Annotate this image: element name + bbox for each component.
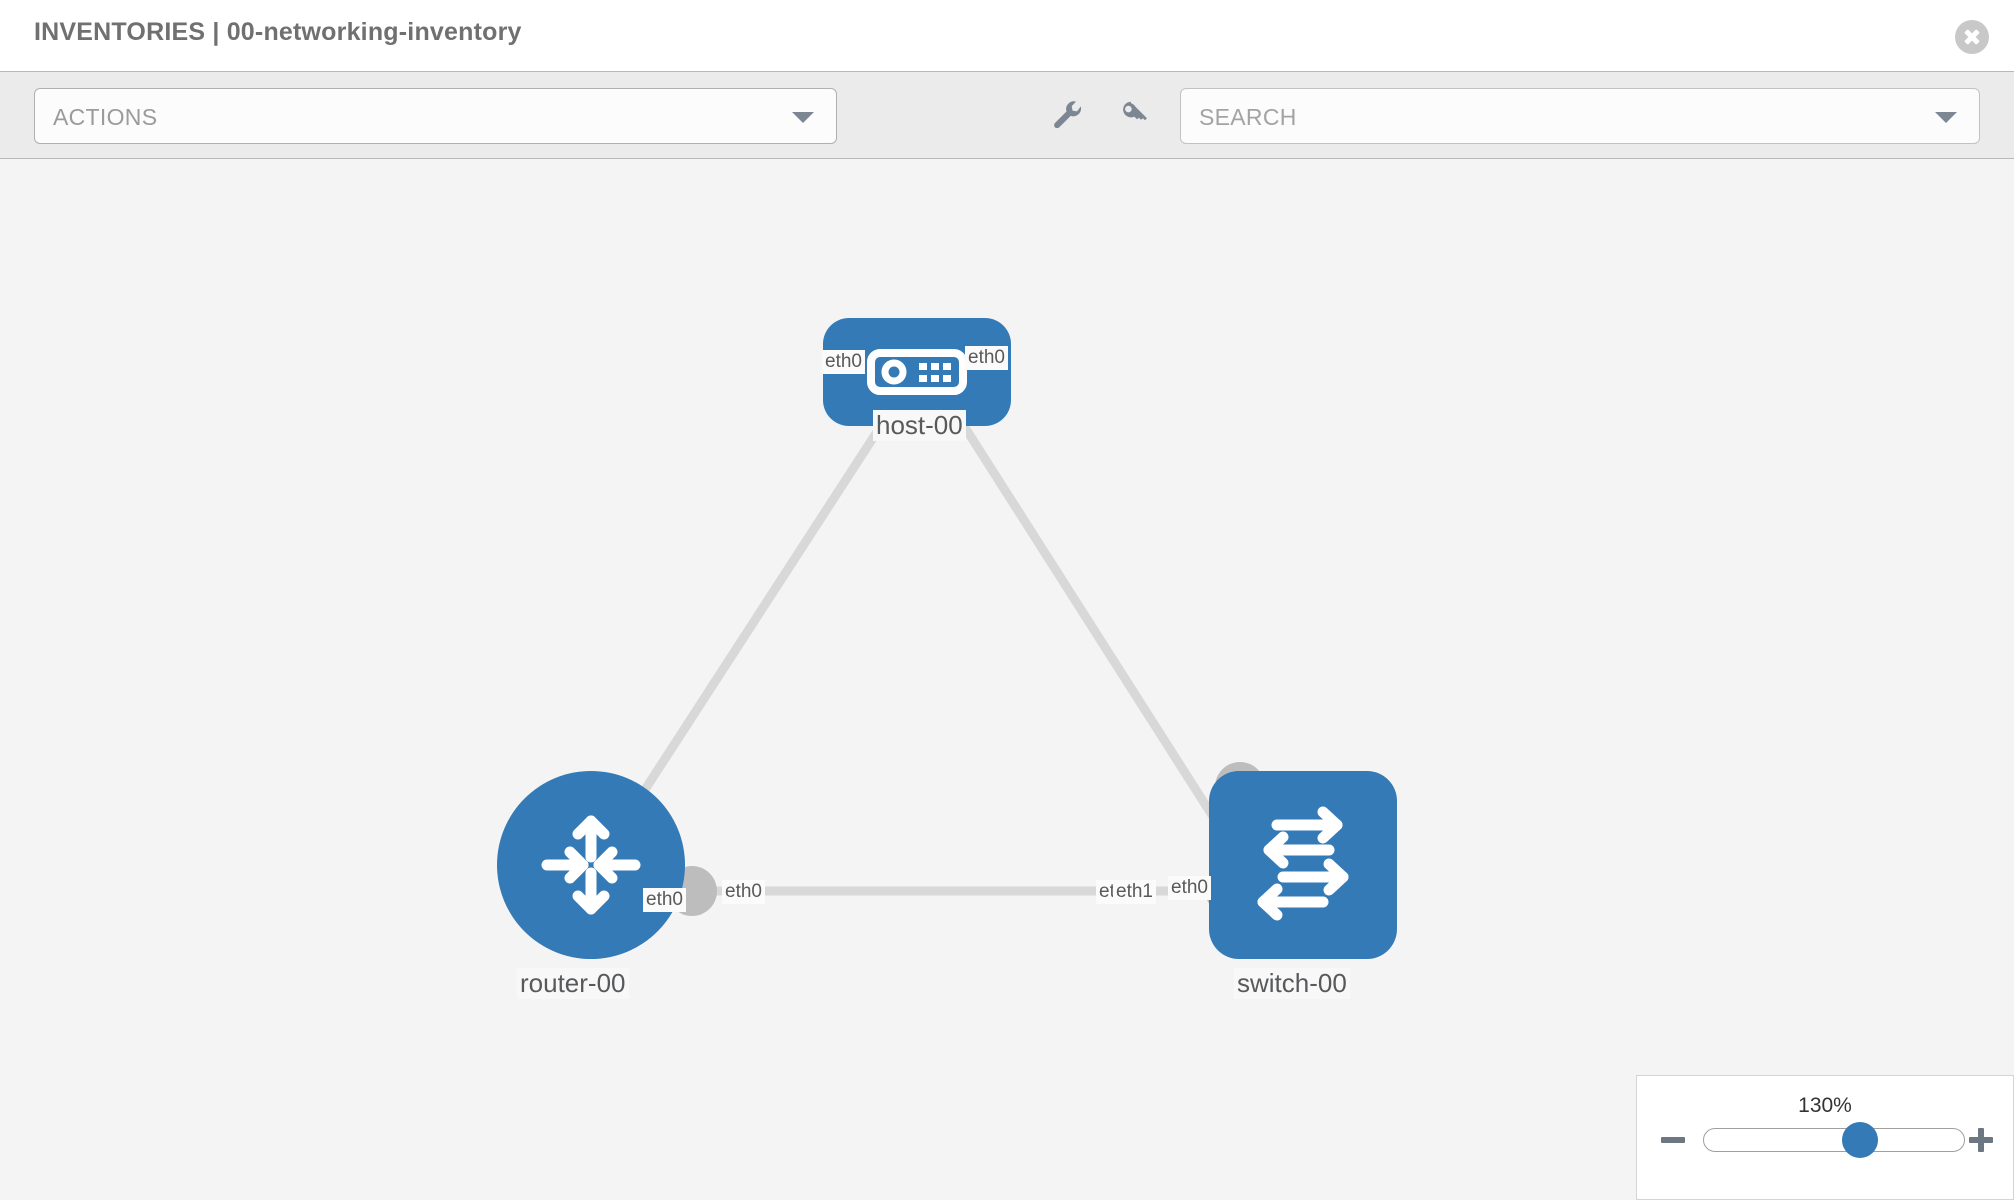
switch-arrows-icon [1257,806,1349,921]
key-icon[interactable] [1117,98,1153,139]
zoom-control-panel: 130% [1636,1075,2014,1200]
zoom-slider-knob[interactable] [1842,1122,1878,1158]
zoom-level-label: 130% [1798,1094,1852,1117]
chevron-down-icon [792,112,814,123]
zoom-slider-track[interactable] [1703,1122,1965,1158]
node-switch-00-shape[interactable] [1209,771,1397,959]
edge-label-host-router-if[interactable]: eth0 [822,350,865,374]
actions-dropdown-label: ACTIONS [53,104,158,130]
edge-label-router-host-if[interactable]: eth0 [643,888,686,912]
topology-edges [596,381,1265,916]
search-input[interactable]: SEARCH [1180,88,1980,144]
minus-icon[interactable] [1661,1137,1685,1143]
actions-dropdown[interactable]: ACTIONS [34,88,837,144]
toolbar: ACTIONS SEARCH [0,71,2014,159]
topology-canvas[interactable]: host-00 router-00 [0,159,2014,1200]
edge-host-router[interactable] [596,401,899,862]
node-host-00-label[interactable]: host-00 [873,410,966,441]
plus-icon[interactable] [1969,1128,1993,1152]
edge-label-switch-router-if[interactable]: eth1 [1113,880,1156,904]
edge-label-host-switch-if[interactable]: eth0 [965,346,1008,370]
node-router-00-label[interactable]: router-00 [517,968,629,999]
router-arrows-icon [541,815,641,915]
page-title: INVENTORIES | 00-networking-inventory [34,18,522,46]
node-switch-00-label[interactable]: switch-00 [1234,968,1350,999]
edge-label-switch-host-if[interactable]: eth0 [1168,876,1211,900]
close-icon[interactable] [1955,20,1989,54]
page-header: INVENTORIES | 00-networking-inventory [0,0,2014,71]
search-placeholder: SEARCH [1199,104,1297,130]
wrench-icon[interactable] [1050,98,1086,139]
server-icon [867,349,967,395]
node-router-00-shape[interactable] [497,771,685,959]
edge-label-router-switch-if[interactable]: eth0 [722,880,765,904]
node-host-00-shape[interactable] [823,318,1011,426]
edge-host-switch[interactable] [946,401,1244,862]
chevron-down-icon[interactable] [1935,112,1957,123]
